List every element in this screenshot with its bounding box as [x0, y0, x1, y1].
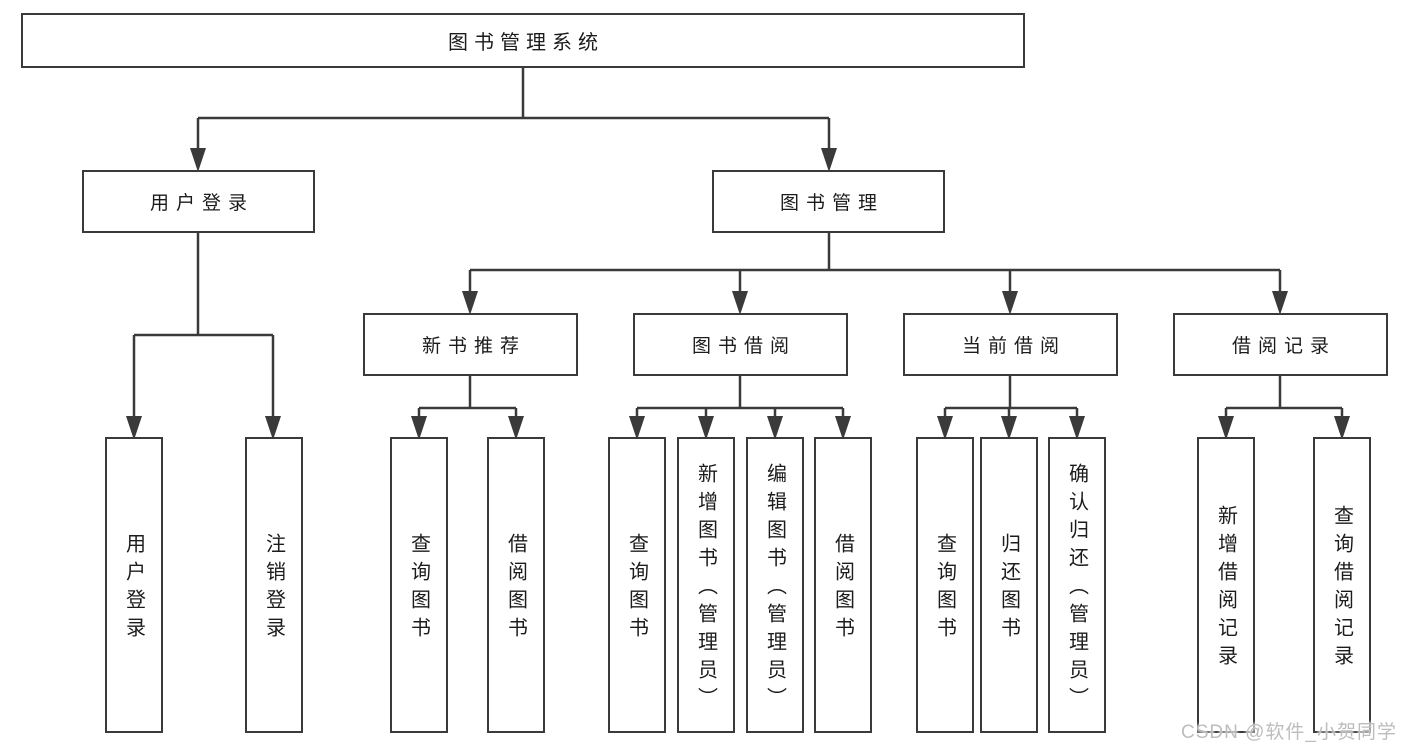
- arrowheads-recommend-leaves: [411, 416, 524, 440]
- leaf-recommend-borrow-book: 借阅图书: [487, 437, 545, 733]
- leaf-records-add-record: 新增借阅记录: [1197, 437, 1255, 733]
- node-root: 图书管理系统: [21, 13, 1025, 68]
- edge-borrow-to-leaves: [629, 376, 851, 440]
- leaf-current-return-book: 归还图书: [980, 437, 1038, 733]
- node-book-borrow: 图书借阅: [633, 313, 848, 376]
- node-new-book-recommend: 新书推荐: [363, 313, 578, 376]
- edge-current-to-leaves: [937, 376, 1085, 440]
- leaf-borrow-query-book: 查询图书: [608, 437, 666, 733]
- edge-login-to-leaves: [126, 233, 281, 440]
- leaf-recommend-query-book: 查询图书: [390, 437, 448, 733]
- arrowheads-records-leaves: [1218, 416, 1350, 440]
- leaf-borrow-borrow-book: 借阅图书: [814, 437, 872, 733]
- arrowheads-current-leaves: [937, 416, 1085, 440]
- edge-root-to-level2: [190, 68, 837, 172]
- leaf-user-login: 用户登录: [105, 437, 163, 733]
- leaf-records-query-record: 查询借阅记录: [1313, 437, 1371, 733]
- csdn-watermark: CSDN @软件_小贺同学: [1181, 722, 1397, 743]
- node-current-borrow: 当前借阅: [903, 313, 1118, 376]
- leaf-logout: 注销登录: [245, 437, 303, 733]
- node-book-management: 图书管理: [712, 170, 945, 233]
- leaf-current-confirm-return-admin: 确认归还（管理员）: [1048, 437, 1106, 733]
- node-borrow-records: 借阅记录: [1173, 313, 1388, 376]
- edge-manage-to-level3: [462, 233, 1288, 315]
- leaf-borrow-edit-book-admin: 编辑图书（管理员）: [746, 437, 804, 733]
- leaf-current-query-book: 查询图书: [916, 437, 974, 733]
- node-user-login: 用户登录: [82, 170, 315, 233]
- arrowheads-level2: [190, 148, 837, 172]
- edge-records-to-leaves: [1218, 376, 1350, 440]
- arrowheads-level3: [462, 291, 1288, 315]
- leaf-borrow-add-book-admin: 新增图书（管理员）: [677, 437, 735, 733]
- edge-recommend-to-leaves: [411, 376, 524, 440]
